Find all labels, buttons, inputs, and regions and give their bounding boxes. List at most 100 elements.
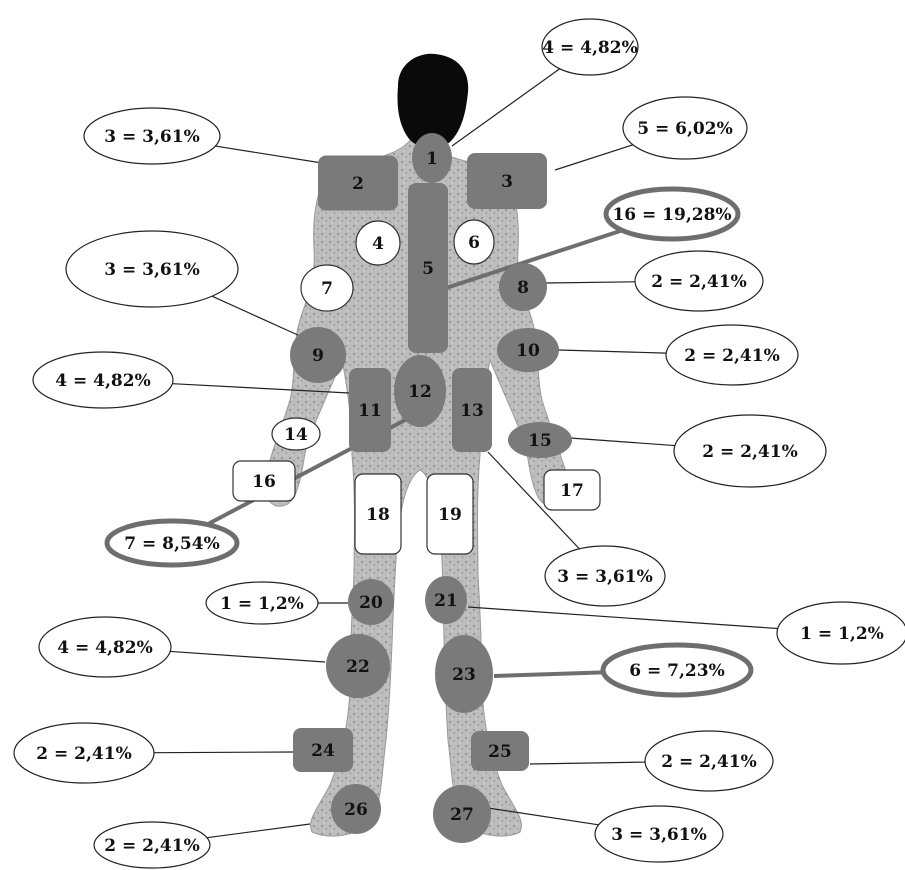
callout-10: 7 = 8,54% xyxy=(107,521,237,565)
callout-12-text: 1 = 1,2% xyxy=(220,594,304,614)
callout-8: 4 = 4,82% xyxy=(33,352,173,408)
callout-7: 2 = 2,41% xyxy=(666,325,798,385)
callout-2-text: 3 = 3,61% xyxy=(104,127,199,147)
region-16-label: 16 xyxy=(252,472,276,492)
region-2: 2 xyxy=(318,156,398,211)
region-20-label: 20 xyxy=(359,593,383,613)
region-15: 15 xyxy=(508,422,572,458)
region-22-label: 22 xyxy=(346,657,370,677)
region-2-label: 2 xyxy=(352,174,364,194)
callout-14: 4 = 4,82% xyxy=(39,617,171,677)
region-22: 22 xyxy=(326,634,390,698)
region-3-label: 3 xyxy=(501,172,513,192)
region-17: 17 xyxy=(544,470,600,510)
region-25: 25 xyxy=(471,731,529,771)
callout-18-text: 2 = 2,41% xyxy=(104,836,199,856)
callout-5-text: 3 = 3,61% xyxy=(104,260,199,280)
region-12: 12 xyxy=(394,355,446,427)
callout-16: 2 = 2,41% xyxy=(14,723,154,783)
region-11-label: 11 xyxy=(358,401,382,421)
callout-11-text: 3 = 3,61% xyxy=(557,567,652,587)
callout-5: 3 = 3,61% xyxy=(66,231,238,307)
callout-17-connector xyxy=(530,762,645,764)
region-26-label: 26 xyxy=(344,800,368,820)
callout-13-connector xyxy=(468,607,778,629)
region-27: 27 xyxy=(433,785,491,843)
callout-7-text: 2 = 2,41% xyxy=(684,346,779,366)
region-16: 16 xyxy=(233,461,295,501)
callout-14-text: 4 = 4,82% xyxy=(57,638,152,658)
callout-10-text: 7 = 8,54% xyxy=(124,534,219,554)
region-13-label: 13 xyxy=(460,401,484,421)
region-24-label: 24 xyxy=(311,741,335,761)
region-15-label: 15 xyxy=(528,431,552,451)
callout-17-text: 2 = 2,41% xyxy=(661,752,756,772)
region-10: 10 xyxy=(497,328,559,372)
region-1: 1 xyxy=(412,133,452,183)
callout-16-connector xyxy=(154,752,294,753)
callout-3: 5 = 6,02% xyxy=(623,97,747,159)
region-25-label: 25 xyxy=(488,742,512,762)
callout-15-connector xyxy=(494,672,603,676)
callout-4: 16 = 19,28% xyxy=(606,189,738,239)
callout-2-connector xyxy=(215,146,322,163)
region-9: 9 xyxy=(290,327,346,383)
callout-14-connector xyxy=(170,651,325,662)
region-6-label: 6 xyxy=(468,233,480,253)
region-27-label: 27 xyxy=(450,805,474,825)
callout-9: 2 = 2,41% xyxy=(674,415,826,487)
callout-19-text: 3 = 3,61% xyxy=(611,825,706,845)
region-24: 24 xyxy=(293,728,353,772)
callout-6-connector xyxy=(546,282,635,283)
region-12-label: 12 xyxy=(408,382,432,402)
region-19: 19 xyxy=(427,474,473,554)
region-11: 11 xyxy=(349,368,391,452)
region-18-label: 18 xyxy=(366,505,390,525)
callout-8-text: 4 = 4,82% xyxy=(55,371,150,391)
callout-16-text: 2 = 2,41% xyxy=(36,744,131,764)
callout-1: 4 = 4,82% xyxy=(542,19,638,75)
region-9-label: 9 xyxy=(312,346,324,366)
callout-3-connector xyxy=(555,145,633,170)
callout-17: 2 = 2,41% xyxy=(645,731,773,791)
region-6: 6 xyxy=(454,220,494,264)
region-13: 13 xyxy=(452,368,492,452)
callout-18: 2 = 2,41% xyxy=(94,822,210,868)
region-4-label: 4 xyxy=(372,234,384,254)
callout-2: 3 = 3,61% xyxy=(84,108,220,164)
callout-15-text: 6 = 7,23% xyxy=(629,661,724,681)
region-14-label: 14 xyxy=(284,425,308,445)
callout-5-connector xyxy=(212,296,300,336)
region-1-label: 1 xyxy=(426,149,438,169)
callout-1-connector xyxy=(452,69,560,146)
region-8: 8 xyxy=(499,263,547,311)
region-21: 21 xyxy=(425,576,467,624)
callout-13-text: 1 = 1,2% xyxy=(800,624,884,644)
region-17-label: 17 xyxy=(560,481,584,501)
callout-11: 3 = 3,61% xyxy=(545,546,665,606)
region-4: 4 xyxy=(356,221,400,265)
callout-18-connector xyxy=(207,824,310,838)
region-3: 3 xyxy=(467,153,547,209)
callout-3-text: 5 = 6,02% xyxy=(637,119,732,139)
region-10-label: 10 xyxy=(516,341,540,361)
region-21-label: 21 xyxy=(434,591,458,611)
callout-9-text: 2 = 2,41% xyxy=(702,442,797,462)
region-18: 18 xyxy=(355,474,401,554)
region-26: 26 xyxy=(331,784,381,834)
callout-6: 2 = 2,41% xyxy=(635,251,763,311)
callout-1-text: 4 = 4,82% xyxy=(542,38,637,58)
callout-12: 1 = 1,2% xyxy=(206,582,318,624)
region-7: 7 xyxy=(301,265,353,311)
callout-6-text: 2 = 2,41% xyxy=(651,272,746,292)
callout-4-text: 16 = 19,28% xyxy=(612,205,731,225)
region-7-label: 7 xyxy=(321,279,333,299)
region-5-label: 5 xyxy=(422,259,434,279)
region-23-label: 23 xyxy=(452,665,476,685)
region-14: 14 xyxy=(272,418,320,450)
callout-19: 3 = 3,61% xyxy=(595,806,723,862)
callout-15: 6 = 7,23% xyxy=(603,645,751,695)
region-20: 20 xyxy=(348,579,394,625)
region-19-label: 19 xyxy=(438,505,462,525)
body-regions: 1234567891011121314151617181920212223242… xyxy=(233,133,600,843)
